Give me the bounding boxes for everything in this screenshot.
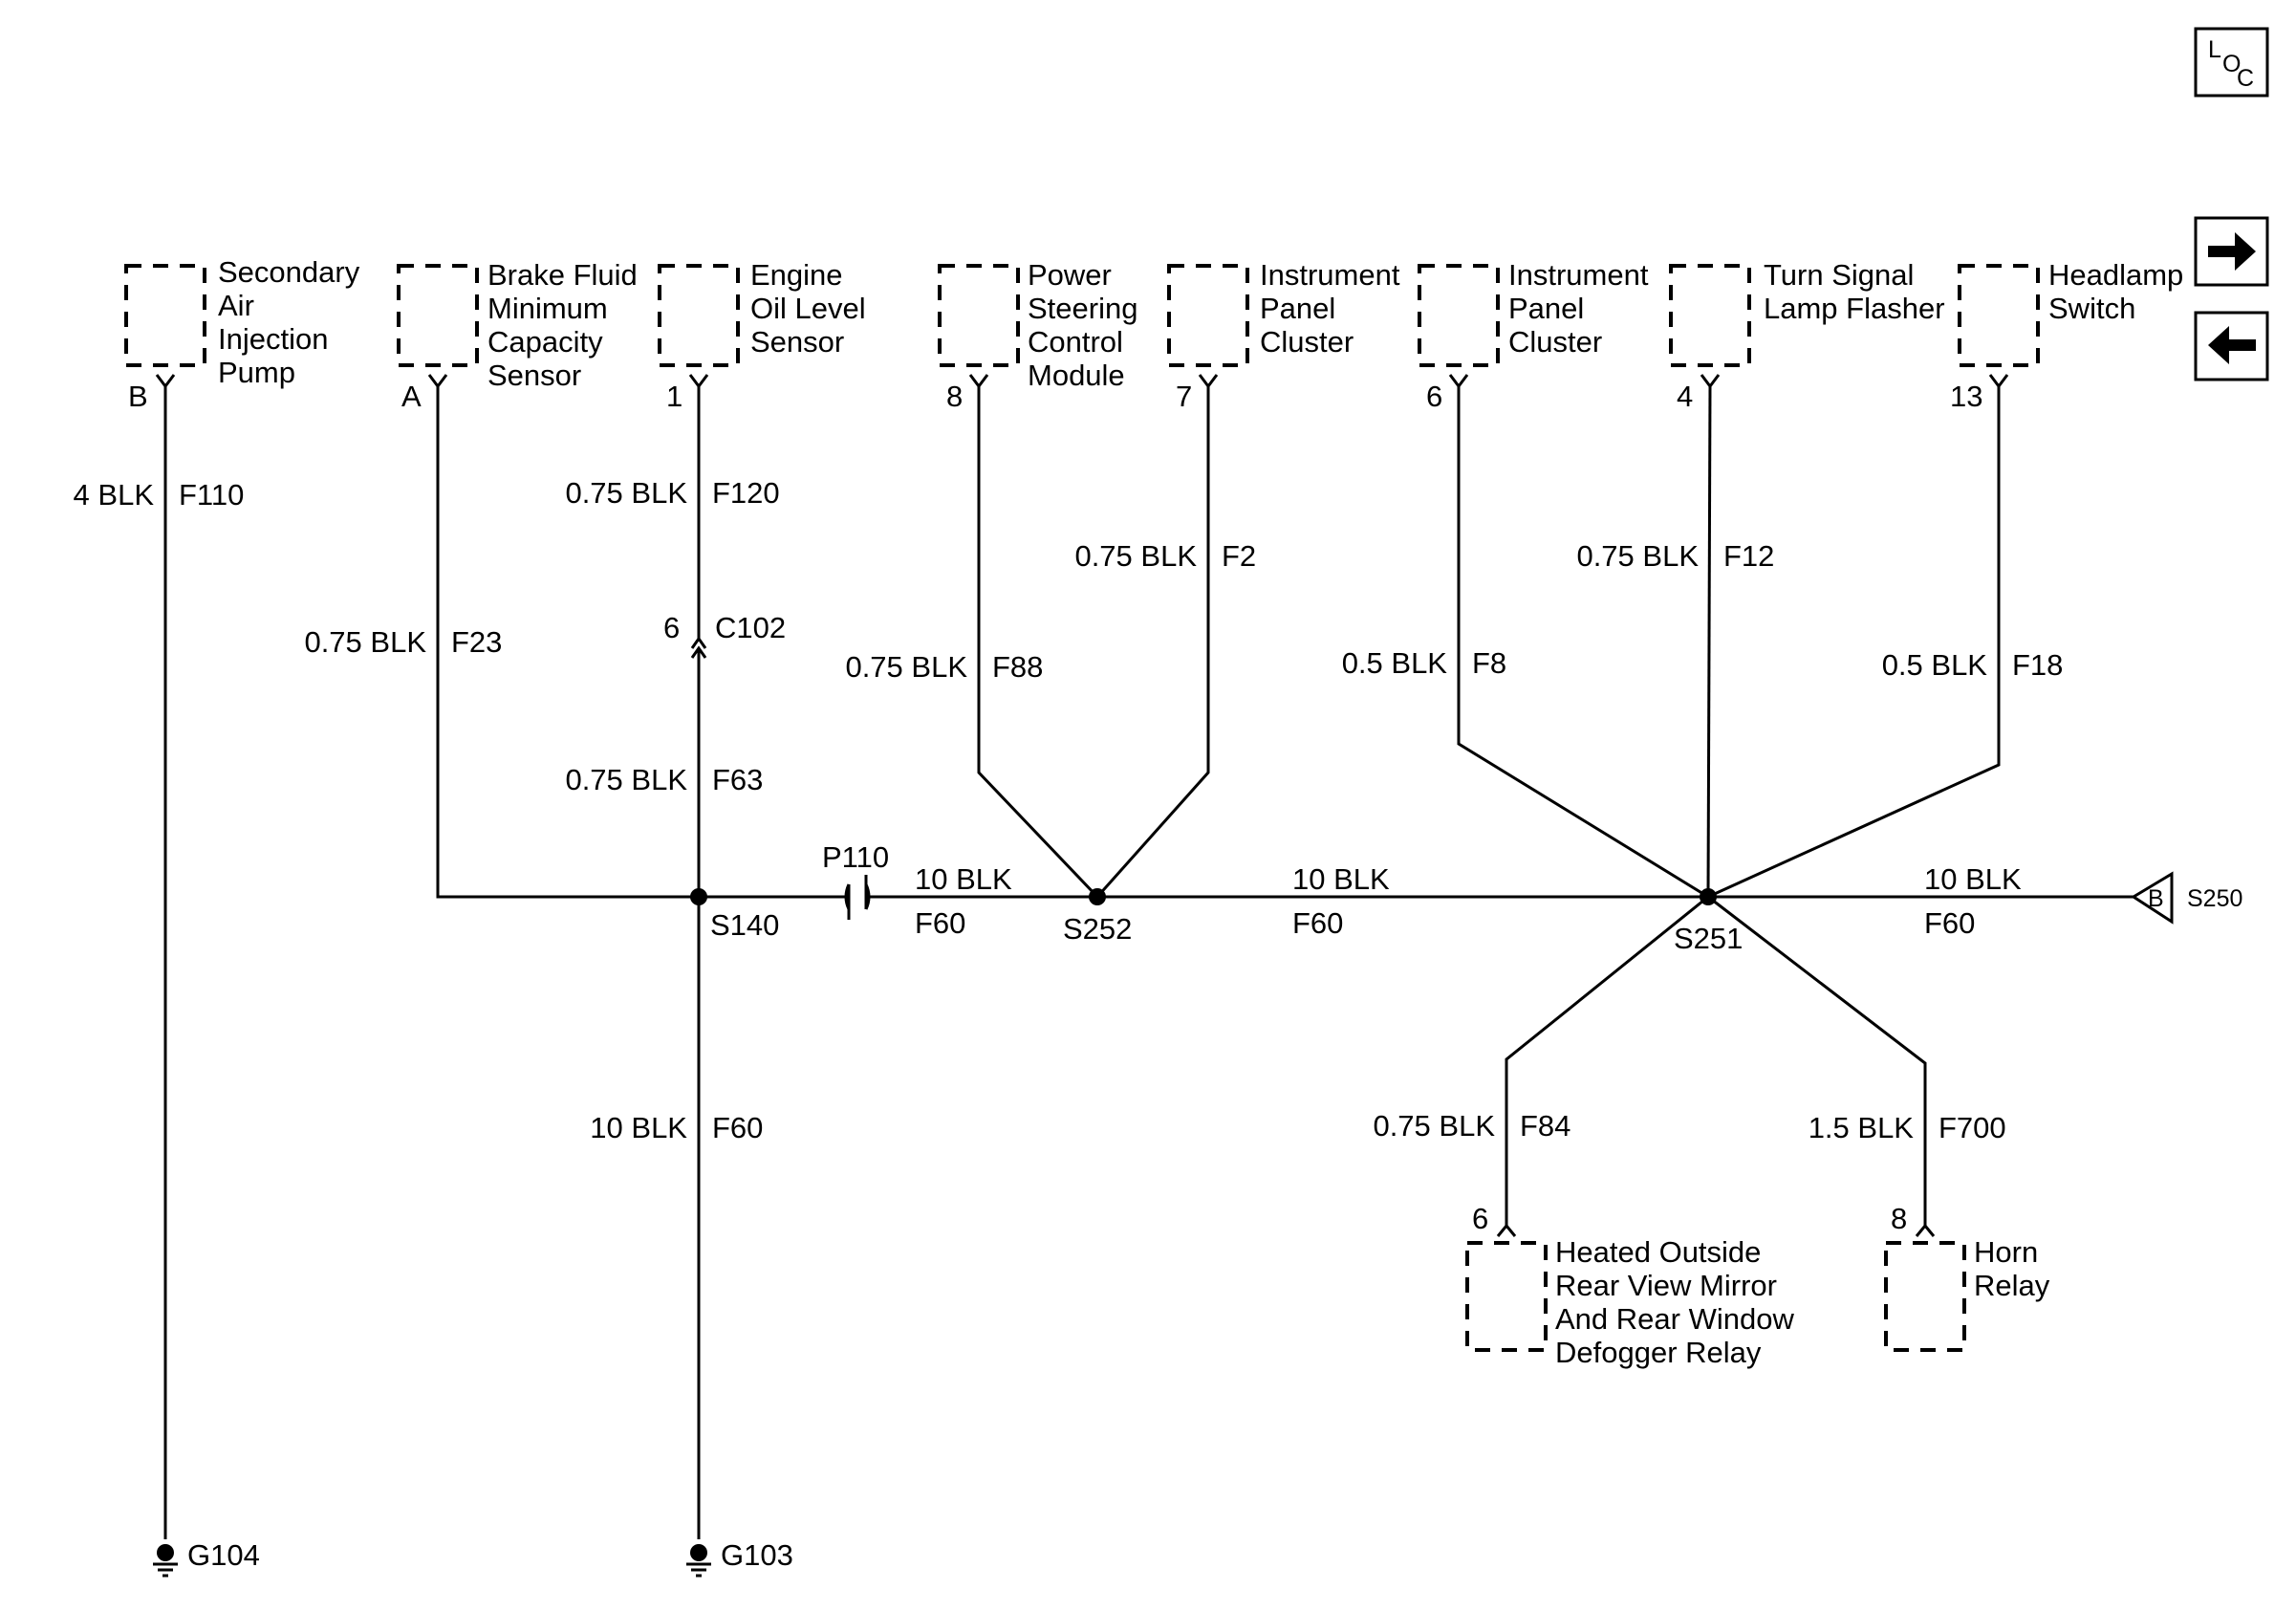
wire-f12-circuit: F12	[1723, 539, 1774, 573]
ground-g103-icon	[686, 1544, 711, 1578]
pin-brake-fluid: A	[401, 380, 422, 413]
wire-f2-circuit: F2	[1222, 539, 1256, 573]
wire-f60-vertical-size: 10 BLK	[590, 1111, 687, 1144]
turn-signal-lamp-flasher-label: Turn Signal Lamp Flasher	[1764, 258, 1945, 325]
wire-f88-size: 0.75 BLK	[845, 650, 967, 684]
p110-connector	[844, 875, 871, 920]
s250-label: S250	[2187, 885, 2242, 912]
ground-g103-label: G103	[721, 1538, 793, 1572]
wire-f84-circuit: F84	[1520, 1109, 1570, 1143]
p110-label: P110	[822, 840, 889, 874]
turn-signal-lamp-flasher-box	[1669, 264, 1751, 367]
wire-f8-circuit: F8	[1472, 646, 1506, 680]
svg-text:O: O	[2222, 51, 2241, 77]
splice-s251-label: S251	[1674, 922, 1743, 955]
pin-horn: 8	[1891, 1202, 1907, 1235]
wire-f700-size: 1.5 BLK	[1809, 1111, 1915, 1144]
brake-fluid-sensor-box	[397, 264, 479, 367]
pin-heated-mirror: 6	[1472, 1202, 1488, 1235]
splice-s251-dot	[1700, 888, 1717, 905]
wire-f120-circuit: F120	[712, 476, 780, 510]
s250-pin: B	[2148, 885, 2164, 912]
wire-f60-c-circuit: F60	[1924, 906, 1975, 940]
pin-engine-oil: 1	[666, 380, 682, 413]
headlamp-switch-label: Headlamp Switch	[2048, 258, 2192, 325]
arrow-right-icon[interactable]	[2194, 216, 2269, 287]
instrument-panel-cluster-box-1	[1167, 264, 1249, 367]
brake-fluid-sensor-label: Brake Fluid Minimum Capacity Sensor	[487, 258, 645, 392]
wire-f60-b-circuit: F60	[1292, 906, 1343, 940]
instrument-panel-cluster-label-1: Instrument Panel Cluster	[1260, 258, 1408, 359]
s250-reference-triangle[interactable]	[2131, 871, 2174, 925]
pin-headlamp: 13	[1950, 380, 1982, 413]
wire-f23-size: 0.75 BLK	[304, 625, 426, 659]
wire-f23-circuit: F23	[451, 625, 502, 659]
secondary-air-injection-pump-label: Secondary Air Injection Pump	[218, 255, 368, 389]
wire-f60-vertical-circuit: F60	[712, 1111, 763, 1144]
arrow-left-icon[interactable]	[2194, 311, 2269, 381]
wire-f110-size: 4 BLK	[74, 478, 155, 512]
power-steering-control-module-box	[938, 264, 1020, 367]
engine-oil-level-sensor-box	[658, 264, 740, 367]
splice-s140-label: S140	[710, 908, 779, 942]
wire-f60-c-size: 10 BLK	[1924, 862, 2022, 896]
wire-f8-size: 0.5 BLK	[1342, 646, 1448, 680]
wire-f88-circuit: F88	[992, 650, 1043, 684]
pin-turn-signal: 4	[1677, 380, 1693, 413]
wire-f60-a-circuit: F60	[915, 906, 965, 940]
wire-f60-b-size: 10 BLK	[1292, 862, 1390, 896]
pin-ipc-2: 6	[1426, 380, 1442, 413]
instrument-panel-cluster-box-2	[1418, 264, 1500, 367]
wire-f18-size: 0.5 BLK	[1882, 648, 1988, 682]
pin-power-steering: 8	[946, 380, 963, 413]
instrument-panel-cluster-label-2: Instrument Panel Cluster	[1508, 258, 1657, 359]
wire-f18-circuit: F18	[2012, 648, 2063, 682]
heated-mirror-defogger-relay-box	[1465, 1241, 1548, 1352]
pin-connector-symbols	[155, 374, 2009, 1237]
loc-icon[interactable]: L O C	[2194, 27, 2269, 98]
wire-f63-size: 0.75 BLK	[565, 763, 687, 796]
c102-connector	[690, 636, 707, 659]
splice-s140-dot	[690, 888, 707, 905]
ground-g104-icon	[153, 1544, 178, 1578]
wire-f12-size: 0.75 BLK	[1576, 539, 1699, 573]
wire-f120-size: 0.75 BLK	[565, 476, 687, 510]
wire-f63-circuit: F63	[712, 763, 763, 796]
splice-s252-dot	[1089, 888, 1106, 905]
wire-f60-a-size: 10 BLK	[915, 862, 1012, 896]
pin-ipc-1: 7	[1176, 380, 1192, 413]
ground-g104-label: G104	[187, 1538, 260, 1572]
engine-oil-level-sensor-label: Engine Oil Level Sensor	[750, 258, 874, 359]
horn-relay-label: Horn Relay	[1974, 1235, 2050, 1302]
wires	[163, 385, 2134, 1539]
wire-f700-circuit: F700	[1939, 1111, 2006, 1144]
svg-text:C: C	[2237, 65, 2254, 92]
c102-pin: 6	[663, 611, 680, 644]
svg-text:L: L	[2208, 36, 2221, 63]
splice-s252-label: S252	[1063, 912, 1132, 946]
wire-f84-size: 0.75 BLK	[1373, 1109, 1495, 1143]
heated-mirror-defogger-relay-label: Heated Outside Rear View Mirror And Rear…	[1555, 1235, 1802, 1369]
power-steering-control-module-label: Power Steering Control Module	[1028, 258, 1146, 392]
wire-f2-size: 0.75 BLK	[1074, 539, 1197, 573]
headlamp-switch-box	[1958, 264, 2040, 367]
secondary-air-injection-pump-box	[124, 264, 206, 367]
c102-label: C102	[715, 611, 786, 644]
horn-relay-box	[1884, 1241, 1966, 1352]
wire-f110-circuit: F110	[179, 478, 244, 512]
pin-secondary-air: B	[128, 380, 148, 413]
